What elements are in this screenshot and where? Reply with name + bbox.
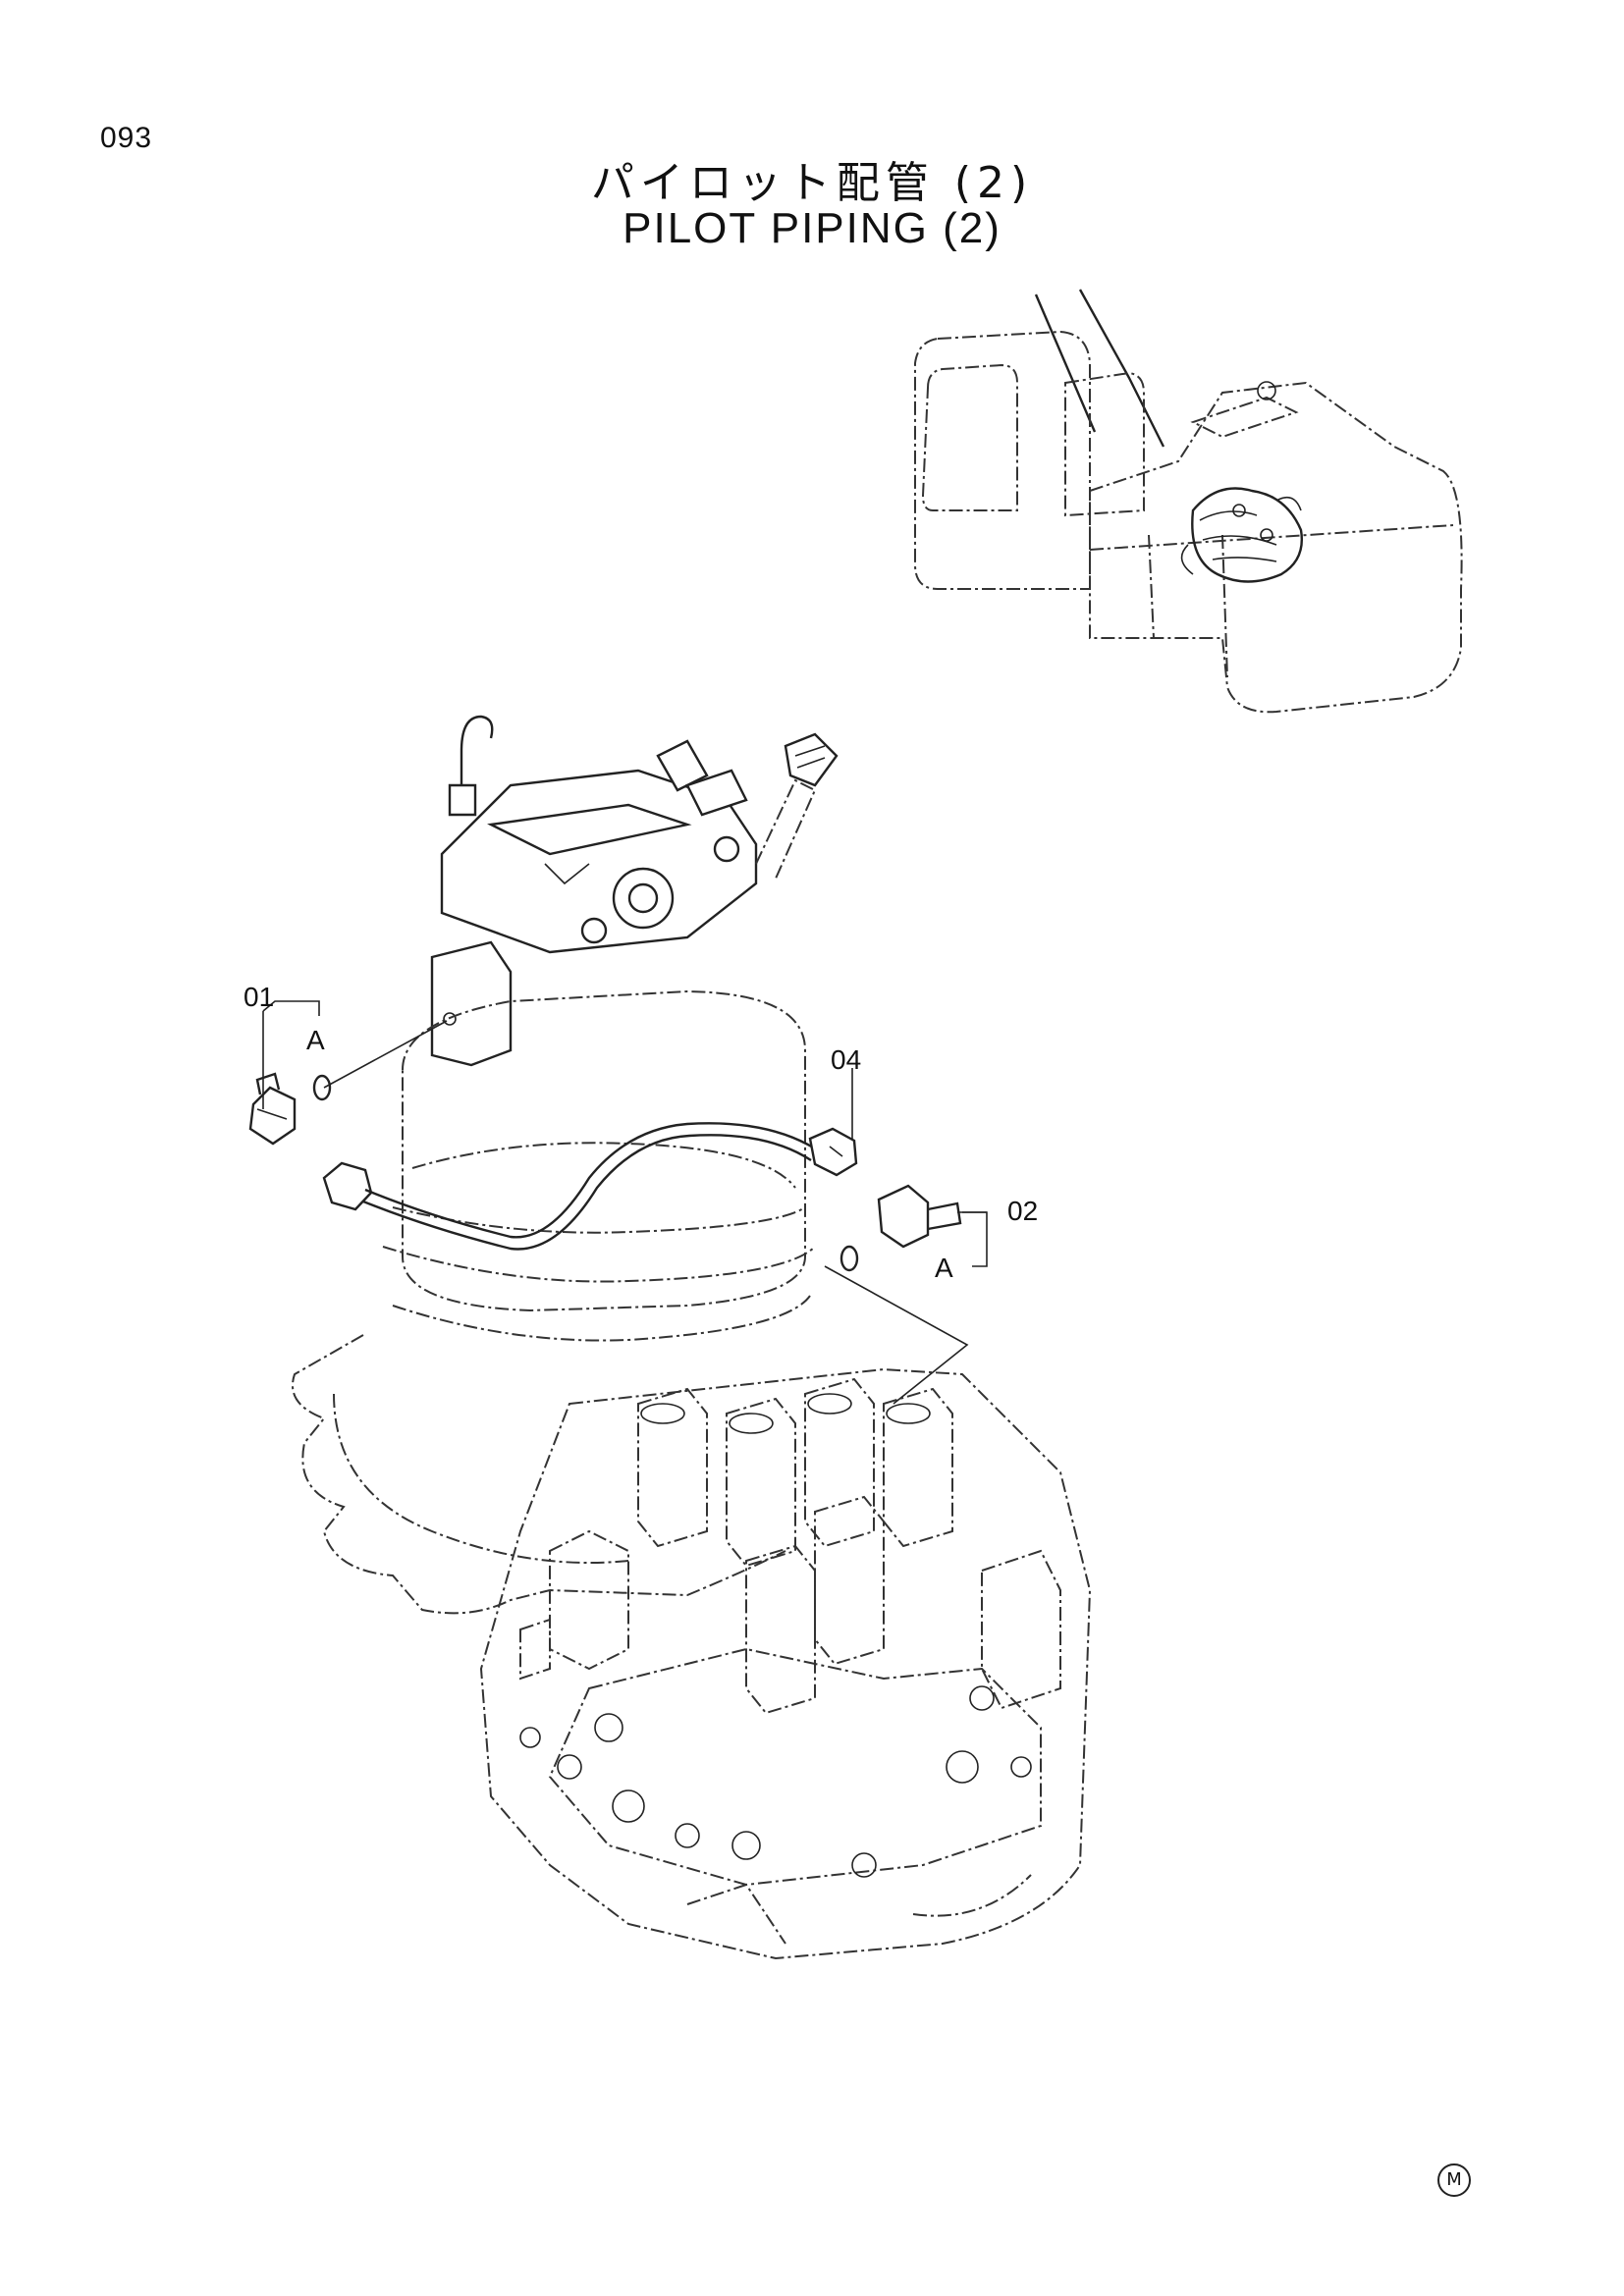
pilot-piping: [248, 1020, 969, 1405]
excavator-overview: [914, 289, 1463, 714]
page-title-japanese: パイロット配管 (2): [590, 158, 1034, 208]
m-mark-symbol: M: [1437, 2163, 1471, 2197]
swing-motor: [292, 715, 839, 1615]
page-title-english: PILOT PIPING (2): [623, 204, 1001, 252]
page-number: 093: [100, 122, 153, 154]
callout-ref-a-right: A: [935, 1253, 953, 1283]
callout-part-01: 01: [244, 982, 275, 1012]
callout-part-02: 02: [1007, 1196, 1039, 1226]
callout-ref-a-left: A: [306, 1025, 325, 1055]
control-valve: [479, 1367, 1092, 1960]
callout-leaders: [262, 1000, 988, 1267]
callout-part-04: 04: [831, 1044, 862, 1075]
